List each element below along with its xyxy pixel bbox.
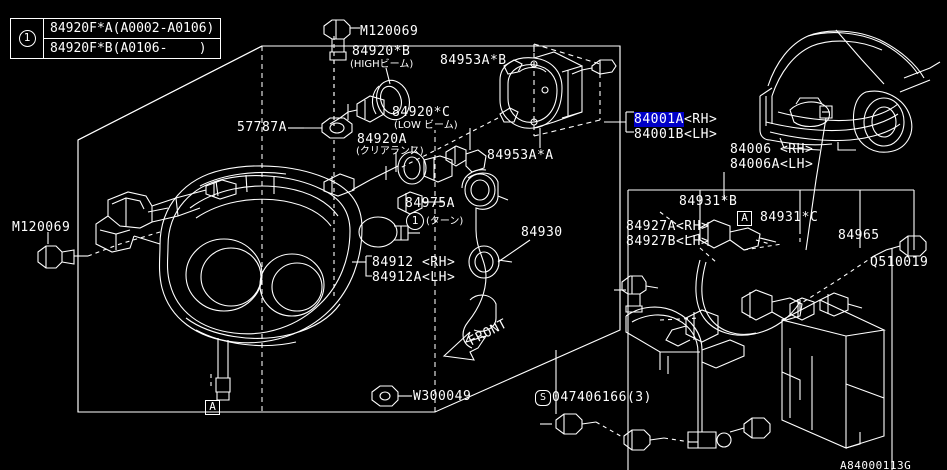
- turn-bulb-index-circle: 1: [406, 212, 424, 230]
- label-84912a-lh: 84912A<LH>: [372, 270, 456, 285]
- label-047406166: 047406166(3): [552, 390, 652, 405]
- label-84920c-beam-type: (LOW ビーム): [394, 120, 458, 131]
- label-57787a: 57787A: [237, 120, 287, 135]
- label-84931c: 84931*C: [760, 210, 819, 225]
- label-84930: 84930: [521, 225, 563, 240]
- detail-marker-a-right: A: [737, 211, 752, 226]
- detail-marker-a-bottom: A: [205, 400, 220, 415]
- label-84920b-beam-type: (HIGHビーム): [350, 59, 414, 70]
- legend-table: 1 84920F*A(A0002-A0106) 84920F*B(A0106- …: [10, 18, 222, 59]
- label-84912-rh: 84912 <RH>: [372, 255, 456, 270]
- legend-index-circle: 1: [18, 30, 36, 47]
- label-84920a: 84920A: [357, 132, 407, 147]
- label-84975a: 84975A: [405, 196, 455, 211]
- label-turn-signal: (ターン): [426, 216, 464, 227]
- drawing-number-watermark: A84000113G: [840, 459, 912, 470]
- label-84927a-rh: 84927A<RH>: [626, 219, 710, 234]
- standard-part-marker-s: S: [535, 390, 551, 406]
- label-84001a-group: 84001A<RH>: [634, 112, 717, 127]
- label-q510019: Q510019: [870, 255, 929, 270]
- legend-row-0: 84920F*A(A0002-A0106): [44, 19, 221, 39]
- label-84006a-lh: 84006A<LH>: [730, 157, 814, 172]
- label-84006-rh: 84006 <RH>: [730, 142, 814, 157]
- label-84953ab: 84953A*B: [440, 53, 507, 68]
- label-84001a-highlighted: 84001A: [634, 112, 684, 127]
- label-84965: 84965: [838, 228, 880, 243]
- legend-row-1: 84920F*B(A0106- ): [50, 41, 207, 56]
- legend-rows: 84920F*A(A0002-A0106) 84920F*B(A0106- ): [44, 19, 221, 58]
- label-84001a-hand: <RH>: [683, 112, 718, 127]
- label-84001b-lh: 84001B<LH>: [634, 127, 718, 142]
- label-84920c: 84920*C: [392, 105, 451, 120]
- label-84927b-lh: 84927B<LH>: [626, 234, 710, 249]
- legend-index-cell: 1: [11, 19, 44, 58]
- label-84920b: 84920*B: [352, 44, 411, 59]
- label-84920a-clearance: (クリアランス): [356, 146, 424, 157]
- label-m120069-top: M120069: [360, 24, 419, 39]
- label-84953aa: 84953A*A: [487, 148, 554, 163]
- label-84931b: 84931*B: [679, 194, 738, 209]
- label-m120069-left: M120069: [12, 220, 71, 235]
- label-w300049: W300049: [413, 389, 472, 404]
